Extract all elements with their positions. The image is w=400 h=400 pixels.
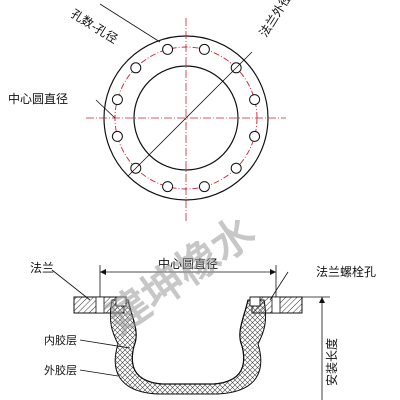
bolt-hole xyxy=(111,130,123,142)
flange-outer-diameter-label: 法兰外径 xyxy=(257,0,294,40)
right-bolt-hole xyxy=(271,296,281,314)
flange-top-view: 孔数-孔径 法兰外径 中心圆直径 xyxy=(8,0,294,222)
bolt-hole xyxy=(249,94,261,106)
right-bead-wire xyxy=(249,296,261,307)
flange-label: 法兰 xyxy=(30,261,54,275)
center-circle-diameter-section-label: 中心圆直径 xyxy=(158,256,218,271)
hole-leader-line xyxy=(99,3,161,43)
inner-rubber-layer xyxy=(127,299,249,385)
bolt-hole xyxy=(130,62,142,74)
watermark-text: 建坤橡水 xyxy=(98,206,265,343)
flange-inner-circle xyxy=(133,65,239,171)
left-bead-wire xyxy=(115,296,127,307)
bolt-hole xyxy=(249,130,261,142)
flange-bolt-hole-label: 法兰螺栓孔 xyxy=(316,264,376,279)
bolt-hole xyxy=(198,181,210,193)
bolt-hole xyxy=(162,43,174,55)
bolt-holes xyxy=(111,43,261,193)
left-bolt-hole xyxy=(95,296,105,314)
flange-outer-diameter-leader xyxy=(127,51,253,177)
bolt-hole xyxy=(111,94,123,106)
joint-section-view: 中心圆直径 法兰 法兰螺栓孔 内胶层 外胶层 安装长度 xyxy=(30,256,376,400)
install-length-label: 安装长度 xyxy=(324,338,339,386)
bolt-hole xyxy=(162,181,174,193)
bolt-hole xyxy=(230,162,242,174)
outer-rubber-layer-label: 外胶层 xyxy=(44,363,77,377)
center-circle-leader-line xyxy=(95,99,116,119)
inner-rubber-layer-label: 内胶层 xyxy=(44,333,77,347)
bolt-hole xyxy=(198,43,210,55)
center-circle-diameter-label: 中心圆直径 xyxy=(8,91,68,106)
